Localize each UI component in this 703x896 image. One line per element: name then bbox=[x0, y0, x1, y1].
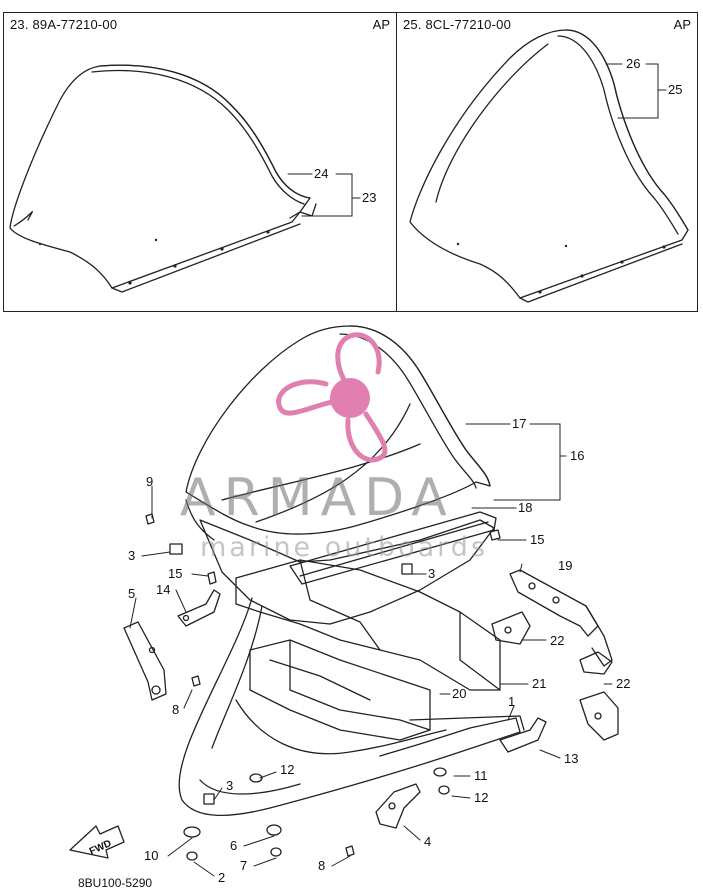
leader-lines-main bbox=[129, 423, 613, 877]
callout-3b: 3 bbox=[428, 566, 435, 581]
bracket-4 bbox=[375, 783, 421, 829]
callout-3a: 3 bbox=[128, 548, 135, 563]
callout-4: 4 bbox=[424, 834, 431, 849]
callout-11: 11 bbox=[474, 768, 488, 783]
panel-tag: AP bbox=[673, 17, 691, 32]
callout-7: 7 bbox=[240, 858, 247, 873]
bracket-5 bbox=[123, 621, 167, 701]
callout-22b: 22 bbox=[616, 676, 630, 691]
windshield-25-holes bbox=[456, 242, 666, 294]
callout-23: 23 bbox=[362, 190, 376, 205]
leader-lines-25 bbox=[605, 63, 667, 119]
callout-20: 20 bbox=[452, 686, 466, 701]
callout-12b: 12 bbox=[474, 790, 488, 805]
callout-21: 21 bbox=[532, 676, 546, 691]
main-windshield bbox=[185, 325, 491, 535]
callout-18: 18 bbox=[518, 500, 532, 515]
callout-3c: 3 bbox=[226, 778, 233, 793]
callout-6: 6 bbox=[230, 838, 237, 853]
watermark-subtitle: marine outboards bbox=[200, 532, 489, 563]
bracket-18 bbox=[289, 511, 497, 585]
callout-26: 26 bbox=[626, 56, 640, 71]
windshield-23 bbox=[9, 64, 317, 293]
inset-panel-windshield-25: 25. 8CL-77210-00 AP bbox=[396, 12, 698, 312]
watermark-brand: ARMADA bbox=[180, 468, 455, 528]
inner-panel-20 bbox=[249, 639, 431, 741]
callout-19: 19 bbox=[558, 558, 572, 573]
bracket-14 bbox=[177, 589, 221, 627]
callout-10: 10 bbox=[144, 848, 158, 863]
callout-2: 2 bbox=[218, 870, 225, 885]
panel-tag: AP bbox=[372, 17, 390, 32]
callout-16: 16 bbox=[570, 448, 584, 463]
leader-lines-23 bbox=[287, 173, 361, 217]
callout-1: 1 bbox=[508, 694, 515, 709]
diagram-code: 8BU100-5290 bbox=[78, 876, 153, 890]
bracket-22-lower bbox=[579, 691, 619, 741]
fwd-arrow: FWD bbox=[69, 825, 125, 859]
callout-24: 24 bbox=[314, 166, 328, 181]
windshield-25 bbox=[409, 29, 689, 303]
bracket-13 bbox=[499, 717, 547, 753]
callout-14: 14 bbox=[156, 582, 170, 597]
panel-title: 25. 8CL-77210-00 bbox=[403, 17, 511, 32]
callout-5: 5 bbox=[128, 586, 135, 601]
callout-25: 25 bbox=[668, 82, 682, 97]
stay-19 bbox=[509, 569, 613, 675]
callout-8b: 8 bbox=[318, 858, 325, 873]
callout-labels: 24 23 26 25 17 16 18 15 3 9 3 15 14 5 8 … bbox=[128, 56, 682, 885]
inner-panel-21 bbox=[235, 559, 501, 691]
watermark-propeller-icon bbox=[276, 332, 388, 463]
callout-8a: 8 bbox=[172, 702, 179, 717]
callout-12a: 12 bbox=[280, 762, 294, 777]
callout-13: 13 bbox=[564, 751, 578, 766]
callout-15a: 15 bbox=[168, 566, 182, 581]
callout-22a: 22 bbox=[550, 633, 564, 648]
bracket-22-upper bbox=[491, 611, 531, 645]
hardware bbox=[145, 513, 501, 861]
callout-17: 17 bbox=[512, 416, 526, 431]
callout-15b: 15 bbox=[530, 532, 544, 547]
callout-9: 9 bbox=[146, 474, 153, 489]
windshield-23-holes bbox=[38, 230, 270, 285]
panel-title: 23. 89A-77210-00 bbox=[10, 17, 118, 32]
